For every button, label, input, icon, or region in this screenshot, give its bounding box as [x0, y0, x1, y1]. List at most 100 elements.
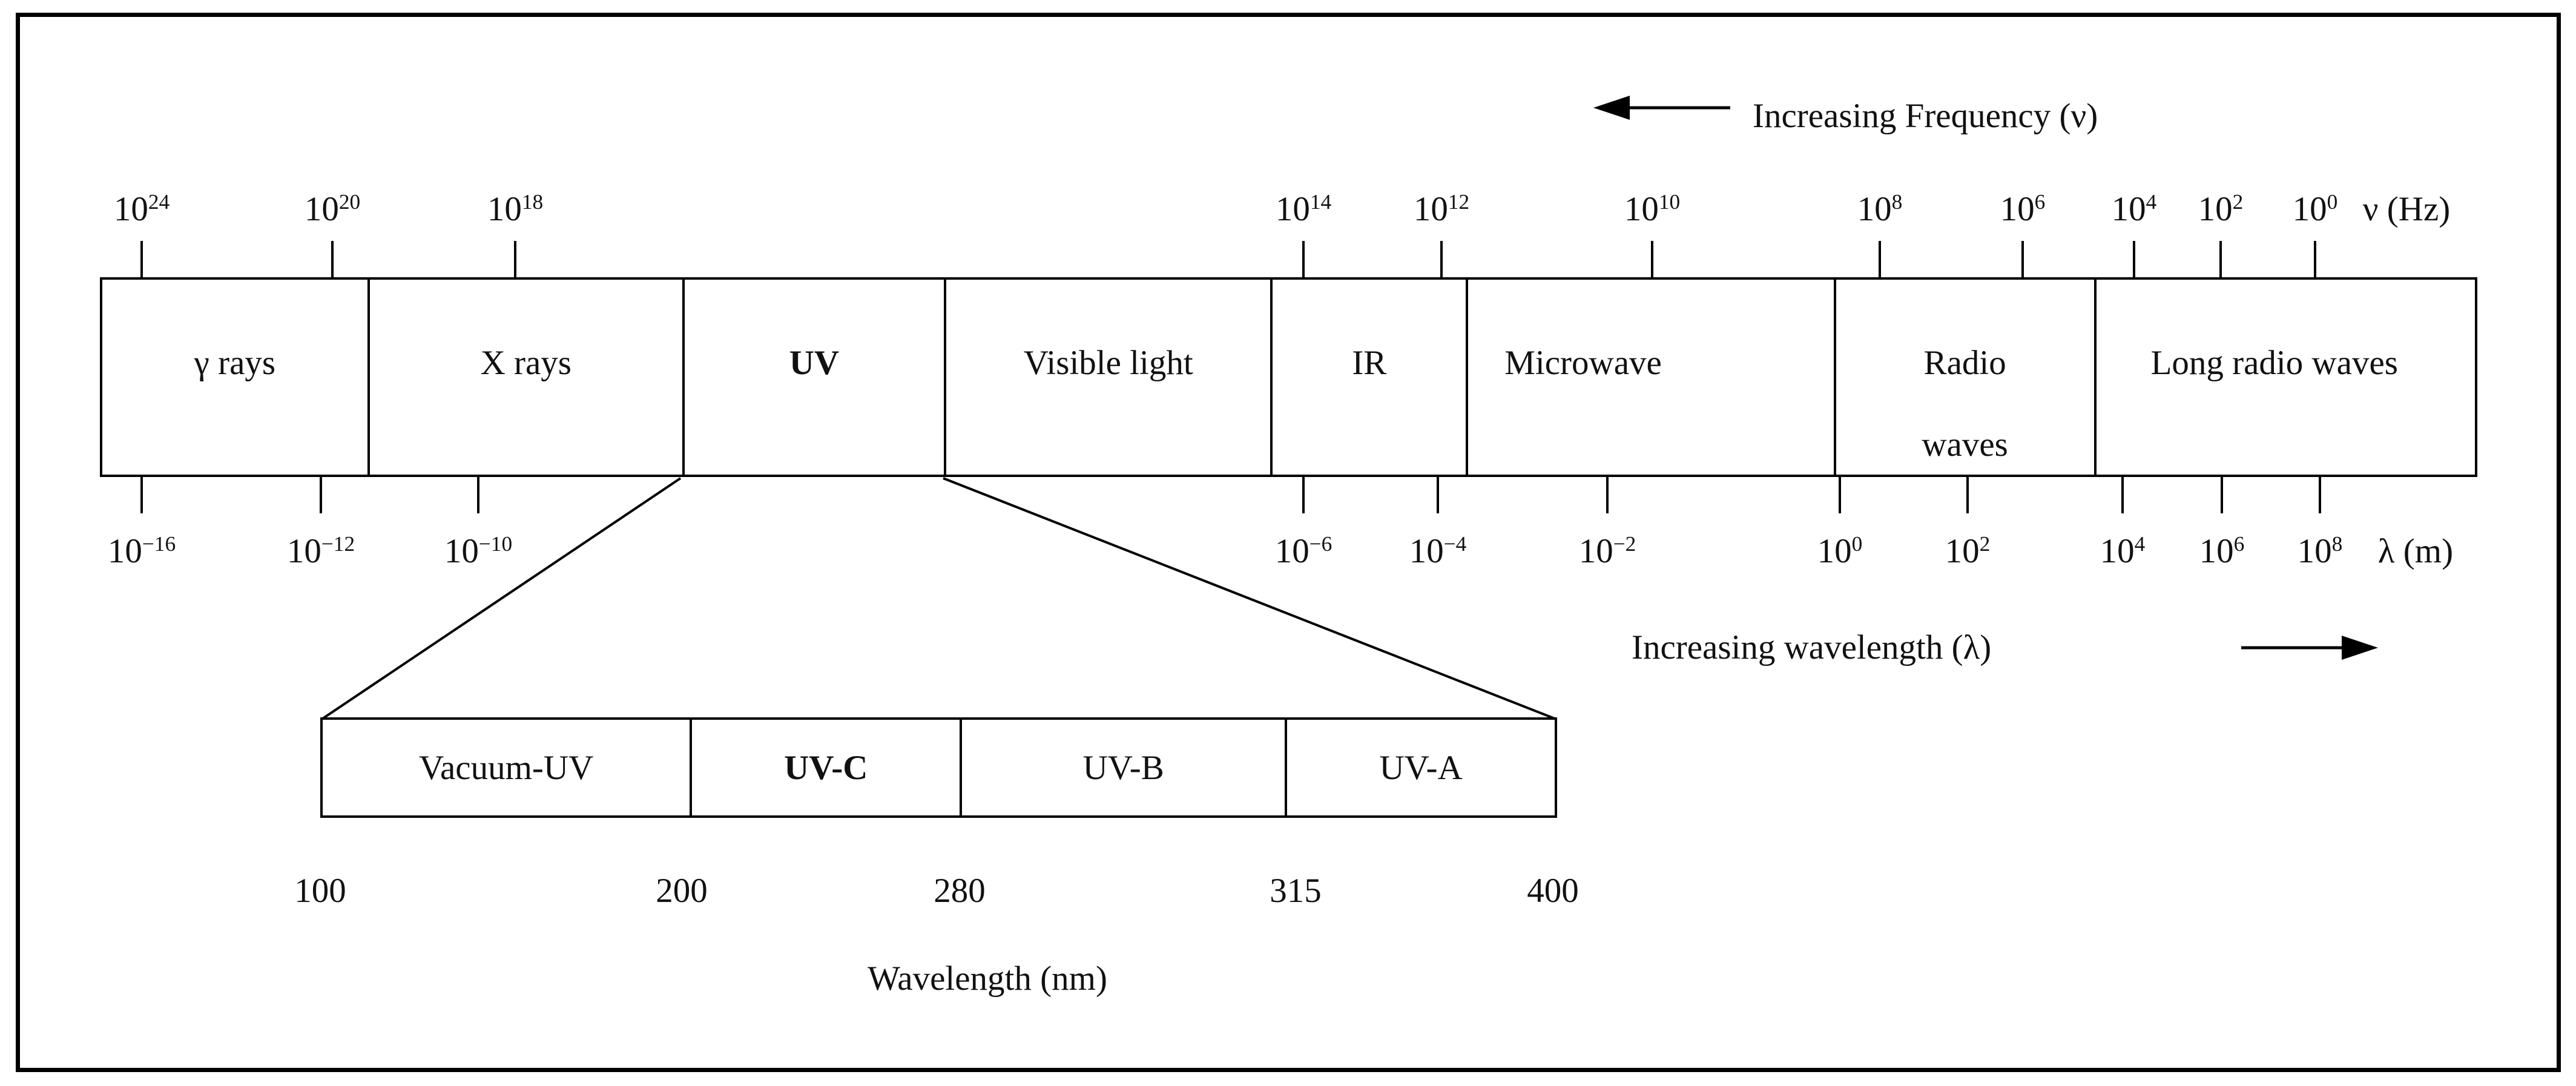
band-x-rays: X rays: [367, 280, 682, 475]
tick-base: 10: [487, 190, 522, 228]
wave-tick: [1839, 477, 1841, 513]
tick-exp: 8: [2331, 531, 2343, 556]
increasing-frequency-label: Increasing Frequency (ν): [1753, 97, 2098, 135]
band-uv-b: UV-B: [960, 720, 1285, 815]
wave-tick: [2221, 477, 2223, 513]
wave-tick-label: 10−6: [1275, 524, 1332, 584]
band-uv: UV: [682, 280, 944, 475]
tick-base: 10: [1945, 532, 1980, 570]
tick-exp: −10: [478, 531, 513, 556]
tick-exp: −12: [321, 531, 355, 556]
band-label: Visible light: [1023, 344, 1193, 382]
freq-tick: [2314, 241, 2316, 277]
freq-tick-label: 1012: [1414, 182, 1469, 242]
tick-base: 10: [2198, 190, 2233, 228]
freq-tick-label: 102: [2198, 182, 2244, 242]
tick-base: 10: [1274, 532, 1309, 570]
wave-tick-label: 10−10: [444, 524, 512, 584]
wave-tick-label: 104: [2100, 524, 2146, 584]
right-arrow-icon: [2241, 636, 2378, 660]
tick-base: 10: [2100, 532, 2135, 570]
freq-tick: [331, 241, 334, 277]
wave-tick: [2121, 477, 2124, 513]
wave-tick: [1437, 477, 1439, 513]
wave-tick-label: 106: [2199, 524, 2245, 584]
nm-scale-value: 200: [656, 872, 708, 910]
tick-exp: −2: [1613, 531, 1636, 556]
freq-tick: [1651, 241, 1653, 277]
outer-border: [16, 13, 2561, 1072]
band-label: Vacuum-UV: [419, 748, 594, 787]
tick-base: 10: [1409, 532, 1444, 570]
band-label: UV-A: [1379, 748, 1463, 787]
band-label: Radio waves: [1922, 344, 2008, 464]
wave-tick-label: 102: [1945, 524, 1991, 584]
wave-tick-label: 10−12: [287, 524, 355, 584]
tick-exp: 14: [1309, 189, 1332, 214]
tick-base: 10: [2199, 532, 2234, 570]
tick-base: 10: [1817, 532, 1852, 570]
band-uv-a: UV-A: [1285, 720, 1555, 815]
freq-tick: [514, 241, 516, 277]
left-arrow-icon: [1593, 96, 1730, 120]
band-microwave: Microwave: [1466, 280, 1833, 475]
tick-exp: 0: [2327, 189, 2338, 214]
nm-scale-value: 280: [934, 872, 986, 910]
tick-exp: −6: [1309, 531, 1332, 556]
band-visible-light: Visible light: [944, 280, 1270, 475]
tick-exp: 6: [2034, 189, 2046, 214]
nm-scale-value: 400: [1527, 872, 1579, 910]
freq-tick-label: 1010: [1624, 182, 1680, 242]
freq-tick-label: 1024: [114, 182, 170, 242]
tick-base: 10: [1275, 190, 1310, 228]
wave-tick: [2319, 477, 2321, 513]
tick-exp: 24: [148, 189, 170, 214]
tick-base: 10: [1624, 190, 1659, 228]
tick-exp: −16: [142, 531, 176, 556]
tick-base: 10: [2111, 190, 2146, 228]
freq-tick: [1879, 241, 1881, 277]
band-ir: IR: [1270, 280, 1466, 475]
band-label: γ rays: [194, 344, 276, 382]
band-label: UV: [789, 344, 840, 382]
wave-tick: [140, 477, 143, 513]
tick-base: 10: [444, 532, 479, 570]
band-radio-waves: Radio waves: [1833, 280, 2094, 475]
tick-exp: 20: [338, 189, 361, 214]
nm-scale-value: 100: [294, 872, 346, 910]
nm-axis-caption: Wavelength (nm): [868, 959, 1107, 998]
wave-tick: [320, 477, 322, 513]
spectrum-box: γ rays X rays UV Visible light IR Microw…: [100, 277, 2477, 477]
tick-exp: 2: [2232, 189, 2244, 214]
wave-tick-label: 10−2: [1579, 524, 1636, 584]
tick-base: 10: [2292, 190, 2327, 228]
freq-tick: [1440, 241, 1443, 277]
tick-exp: 2: [1979, 531, 1991, 556]
tick-exp: 4: [2134, 531, 2146, 556]
tick-exp: 12: [1448, 189, 1470, 214]
wave-tick-label: 108: [2298, 524, 2343, 584]
tick-exp: 0: [1851, 531, 1863, 556]
tick-exp: −4: [1443, 531, 1467, 556]
wave-tick: [477, 477, 479, 513]
wavelength-unit-label: λ (m): [2377, 532, 2454, 570]
band-gamma-rays: γ rays: [102, 280, 367, 475]
tick-base: 10: [2297, 532, 2332, 570]
nm-scale-value: 315: [1270, 872, 1322, 910]
wave-tick-label: 10−16: [108, 524, 176, 584]
tick-base: 10: [113, 190, 148, 228]
tick-base: 10: [107, 532, 142, 570]
freq-tick-label: 100: [2293, 182, 2338, 242]
freq-tick-label: 104: [2112, 182, 2157, 242]
tick-base: 10: [1857, 190, 1892, 228]
wave-tick: [1606, 477, 1609, 513]
freq-tick: [2133, 241, 2135, 277]
tick-exp: 18: [521, 189, 544, 214]
band-vacuum-uv: Vacuum-UV: [323, 720, 690, 815]
band-label: IR: [1352, 344, 1387, 382]
tick-exp: 4: [2146, 189, 2157, 214]
freq-tick: [2021, 241, 2024, 277]
freq-tick-label: 1020: [305, 182, 360, 242]
